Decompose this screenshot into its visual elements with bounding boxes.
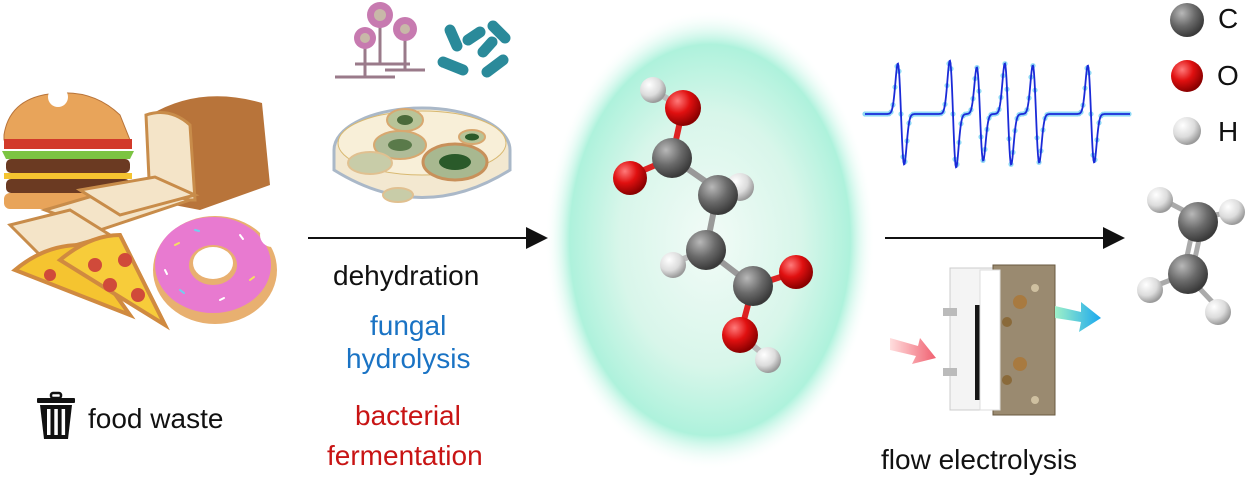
legend-carbon-label: C (1218, 3, 1239, 34)
step-dehydration: dehydration (333, 260, 480, 291)
carbon-atom-icon (1170, 3, 1204, 37)
petri-dish-icon (332, 106, 512, 203)
legend-oxygen-label: O (1217, 60, 1239, 91)
atom-legend: C O H (1167, 0, 1254, 150)
pizza-slices-icon (11, 232, 170, 331)
food-waste-illustration (2, 87, 284, 331)
outlet-arrow-icon (1055, 302, 1101, 332)
inlet-arrow-icon (890, 338, 936, 364)
legend-hydrogen-label: H (1218, 116, 1239, 147)
step-fermentation: fermentation (327, 440, 483, 471)
flow-electrolysis-label: flow electrolysis (881, 444, 1078, 475)
hydrogen-atom-icon (1173, 117, 1201, 145)
spectrum-fit-line (865, 59, 1130, 169)
ethylene-molecule (1137, 187, 1245, 325)
trash-can-icon (37, 391, 75, 439)
food-waste-label: food waste (88, 403, 224, 434)
donut-icon (153, 216, 284, 324)
step-hydrolysis: hydrolysis (346, 343, 471, 374)
process-arrow-1 (308, 227, 548, 249)
epr-spectrum-icon (862, 59, 1132, 169)
process-arrow-2 (885, 227, 1125, 249)
step-fungal: fungal (370, 310, 447, 341)
fungus-icon (335, 2, 425, 79)
bacteria-icon (437, 20, 511, 78)
oxygen-atom-icon (1171, 60, 1203, 92)
bread-loaf-icon (7, 96, 270, 257)
succinic-acid-molecule (613, 77, 813, 373)
flow-cell-icon (943, 264, 1056, 416)
step-bacterial: bacterial (355, 400, 461, 431)
